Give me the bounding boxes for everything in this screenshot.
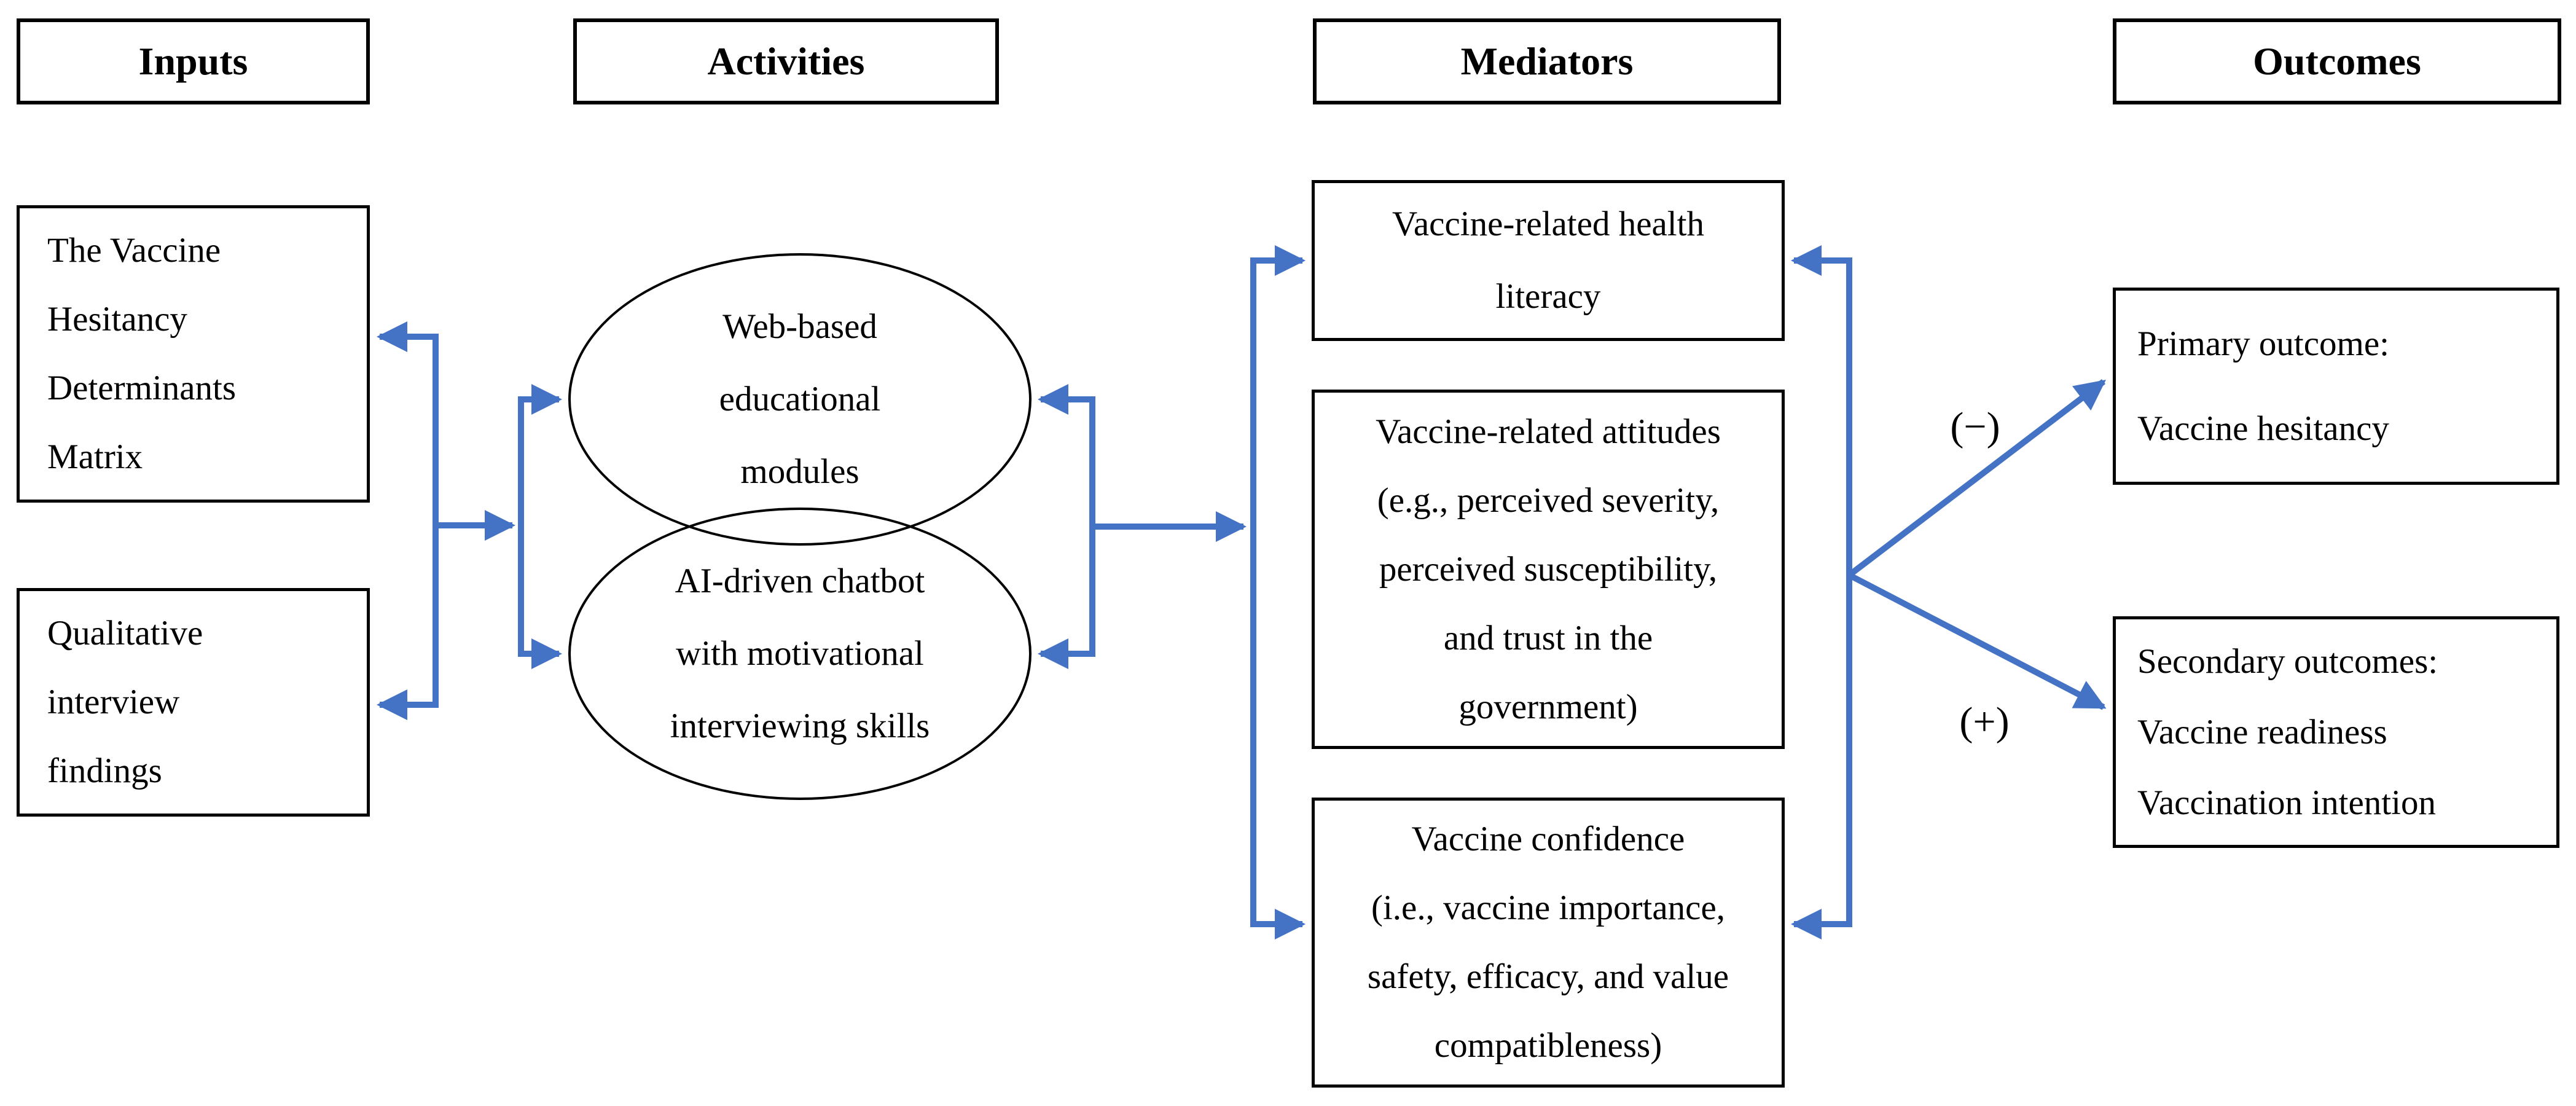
negative-effect-label: (−) (1950, 404, 2000, 449)
header-inputs-label: Inputs (138, 39, 248, 83)
text-line: Web-based (722, 307, 877, 346)
text-line: (e.g., perceived severity, (1377, 480, 1720, 520)
header-mediators-label: Mediators (1460, 39, 1634, 83)
activity-ellipse-ai-chatbot: AI-driven chatbot with motivational inte… (568, 508, 1032, 800)
text-line: Vaccine readiness (2137, 713, 2387, 751)
text-line: educational (719, 380, 881, 418)
text-line: Vaccination intention (2137, 783, 2436, 822)
header-activities: Activities (573, 18, 999, 104)
text-line: interviewing skills (670, 707, 930, 745)
text-line: Vaccine-related health (1392, 205, 1704, 243)
text-line: The Vaccine (47, 231, 221, 270)
input-box-qualitative-findings: Qualitative interview findings (17, 588, 370, 817)
text-line: modules (740, 452, 859, 491)
text-line: Hesitancy (47, 300, 187, 339)
mediators-left-trunk (1250, 245, 1306, 939)
header-outcomes-label: Outcomes (2253, 39, 2421, 83)
mediator-box-health-literacy: Vaccine-related health literacy (1312, 180, 1785, 341)
text-line: safety, efficacy, and value (1367, 957, 1729, 996)
text-line: Vaccine-related attitudes (1376, 412, 1721, 451)
text-line: Matrix (47, 437, 143, 476)
mediators-outcomes-connector (1791, 245, 2107, 939)
text-line: Vaccine hesitancy (2137, 409, 2389, 448)
text-line: findings (47, 751, 162, 790)
text-line: Secondary outcomes: (2137, 642, 2438, 681)
text-line: interview (47, 683, 180, 721)
text-line: Vaccine confidence (1411, 820, 1685, 858)
text-line: (i.e., vaccine importance, (1371, 888, 1726, 927)
mediator-box-vaccine-confidence: Vaccine confidence (i.e., vaccine import… (1312, 798, 1785, 1088)
text-line: Determinants (47, 369, 237, 407)
activities-mediators-connector (1038, 384, 1247, 669)
outcome-box-secondary: Secondary outcomes: Vaccine readiness Va… (2113, 616, 2559, 848)
text-line: Qualitative (47, 614, 203, 653)
outcome-box-primary: Primary outcome: Vaccine hesitancy (2113, 288, 2559, 485)
text-line: perceived susceptibility, (1379, 549, 1718, 589)
mediator-box-attitudes: Vaccine-related attitudes (e.g., perceiv… (1312, 390, 1785, 749)
text-line: literacy (1495, 277, 1601, 316)
activity-ellipse-web-modules: Web-based educational modules (568, 253, 1032, 546)
text-line: government) (1458, 687, 1638, 726)
text-line: Primary outcome: (2137, 324, 2389, 363)
header-activities-label: Activities (707, 39, 865, 83)
input-box-vaccine-hesitancy-matrix: The Vaccine Hesitancy Determinants Matri… (17, 205, 370, 503)
text-line: AI-driven chatbot (675, 562, 925, 600)
text-line: compatibleness) (1434, 1026, 1662, 1065)
text-line: with motivational (676, 634, 924, 673)
positive-effect-label: (+) (1959, 699, 2010, 744)
header-outcomes: Outcomes (2113, 18, 2561, 104)
text-line: and trust in the (1443, 618, 1653, 657)
header-inputs: Inputs (17, 18, 370, 104)
header-mediators: Mediators (1313, 18, 1781, 104)
inputs-activities-connector (377, 321, 562, 720)
